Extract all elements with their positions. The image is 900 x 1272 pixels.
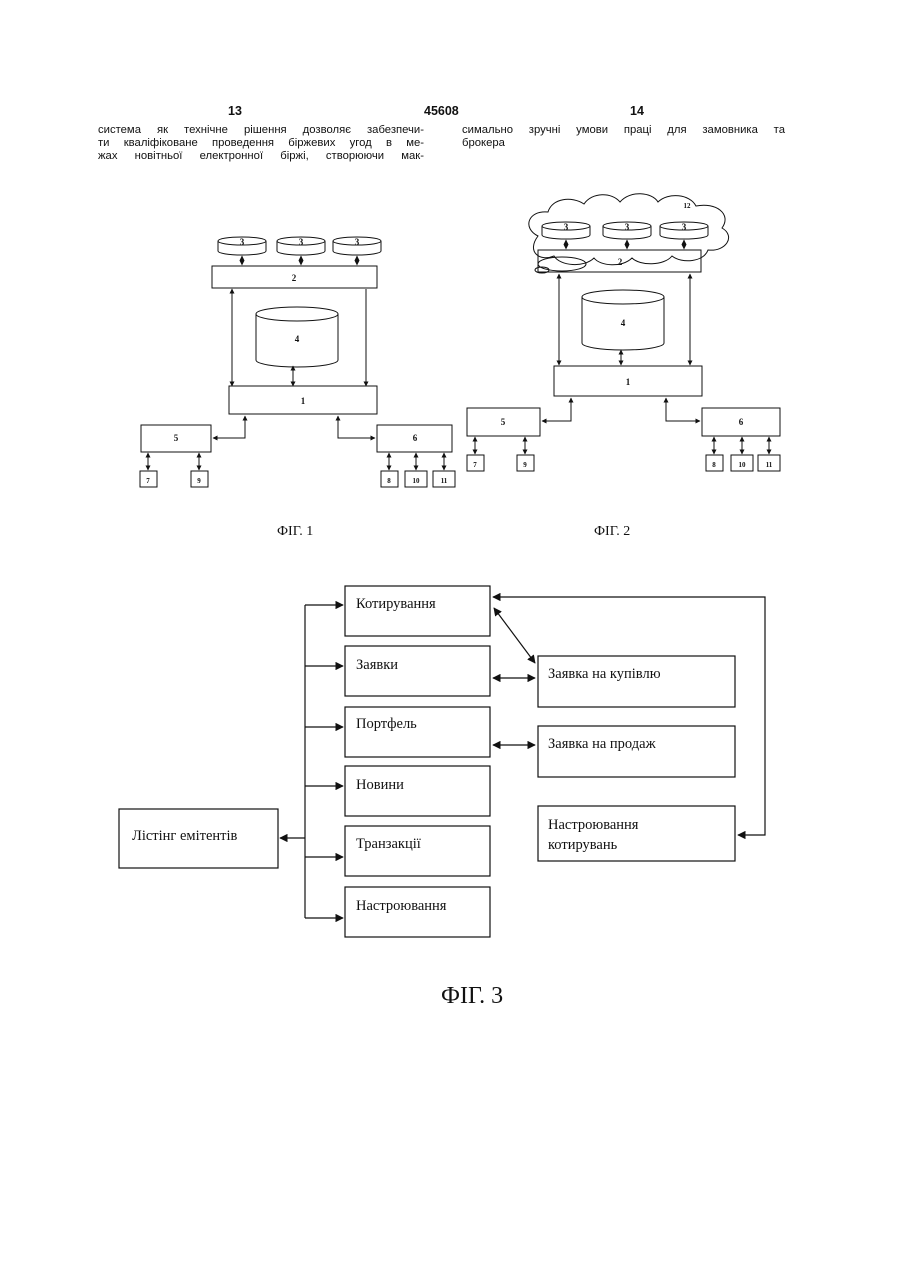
- label-terminal: 11: [766, 461, 773, 469]
- menu-label-orders: Заявки: [356, 657, 398, 673]
- label-terminal: 9: [197, 477, 201, 485]
- label-terminal: 7: [146, 477, 150, 485]
- label-bus: 2: [292, 273, 297, 283]
- figure-3-caption: ФІГ. 3: [441, 983, 503, 1010]
- label-db: 3: [682, 222, 687, 232]
- label-terminal: 9: [523, 461, 527, 469]
- label-db: 3: [240, 237, 245, 247]
- label-terminal: 10: [413, 477, 421, 485]
- figure-2: [467, 194, 780, 471]
- menu-label-transactions: Транзакції: [356, 836, 421, 852]
- menu-label-news: Новини: [356, 777, 404, 793]
- label-db: 3: [625, 222, 630, 232]
- label-terminal: 8: [387, 477, 391, 485]
- label-db: 3: [299, 237, 304, 247]
- sell-order-label: Заявка на продаж: [548, 736, 657, 752]
- figure-3: [119, 586, 765, 937]
- label-server: 1: [301, 396, 306, 406]
- label-terminal: 11: [441, 477, 448, 485]
- menu-label-portfolio: Портфель: [356, 716, 417, 732]
- figure-1: [140, 237, 455, 487]
- listing-label: Лістінг емітентів: [132, 828, 238, 844]
- label-client-a: 5: [174, 433, 179, 443]
- label-terminal: 8: [712, 461, 716, 469]
- figure-3-labels: Лістінг емітентів Котирування Заявки Пор…: [132, 596, 661, 914]
- menu-label-settings: Настроювання: [356, 898, 447, 914]
- label-cloud: 12: [684, 202, 692, 210]
- figure-1-caption: ФІГ. 1: [277, 524, 313, 540]
- label-bus: 2: [618, 257, 623, 267]
- label-storage: 4: [295, 334, 300, 344]
- quote-settings-label-2: котирувань: [548, 837, 618, 853]
- figure-1-labels: 3 3 3 2 4 1 5 6 7 9 8 10 11: [146, 237, 448, 485]
- buy-order-label: Заявка на купівлю: [548, 666, 661, 682]
- quote-settings-label-1: Настроювання: [548, 817, 639, 833]
- label-db: 3: [355, 237, 360, 247]
- label-terminal: 10: [739, 461, 747, 469]
- label-db: 3: [564, 222, 569, 232]
- label-client-a: 5: [501, 417, 506, 427]
- menu-box-portfolio: [345, 707, 490, 757]
- label-client-b: 6: [413, 433, 418, 443]
- label-storage: 4: [621, 318, 626, 328]
- label-client-b: 6: [739, 417, 744, 427]
- label-terminal: 7: [473, 461, 477, 469]
- label-server: 1: [626, 377, 631, 387]
- figure-2-caption: ФІГ. 2: [594, 524, 630, 540]
- menu-label-quotes: Котирування: [356, 596, 436, 612]
